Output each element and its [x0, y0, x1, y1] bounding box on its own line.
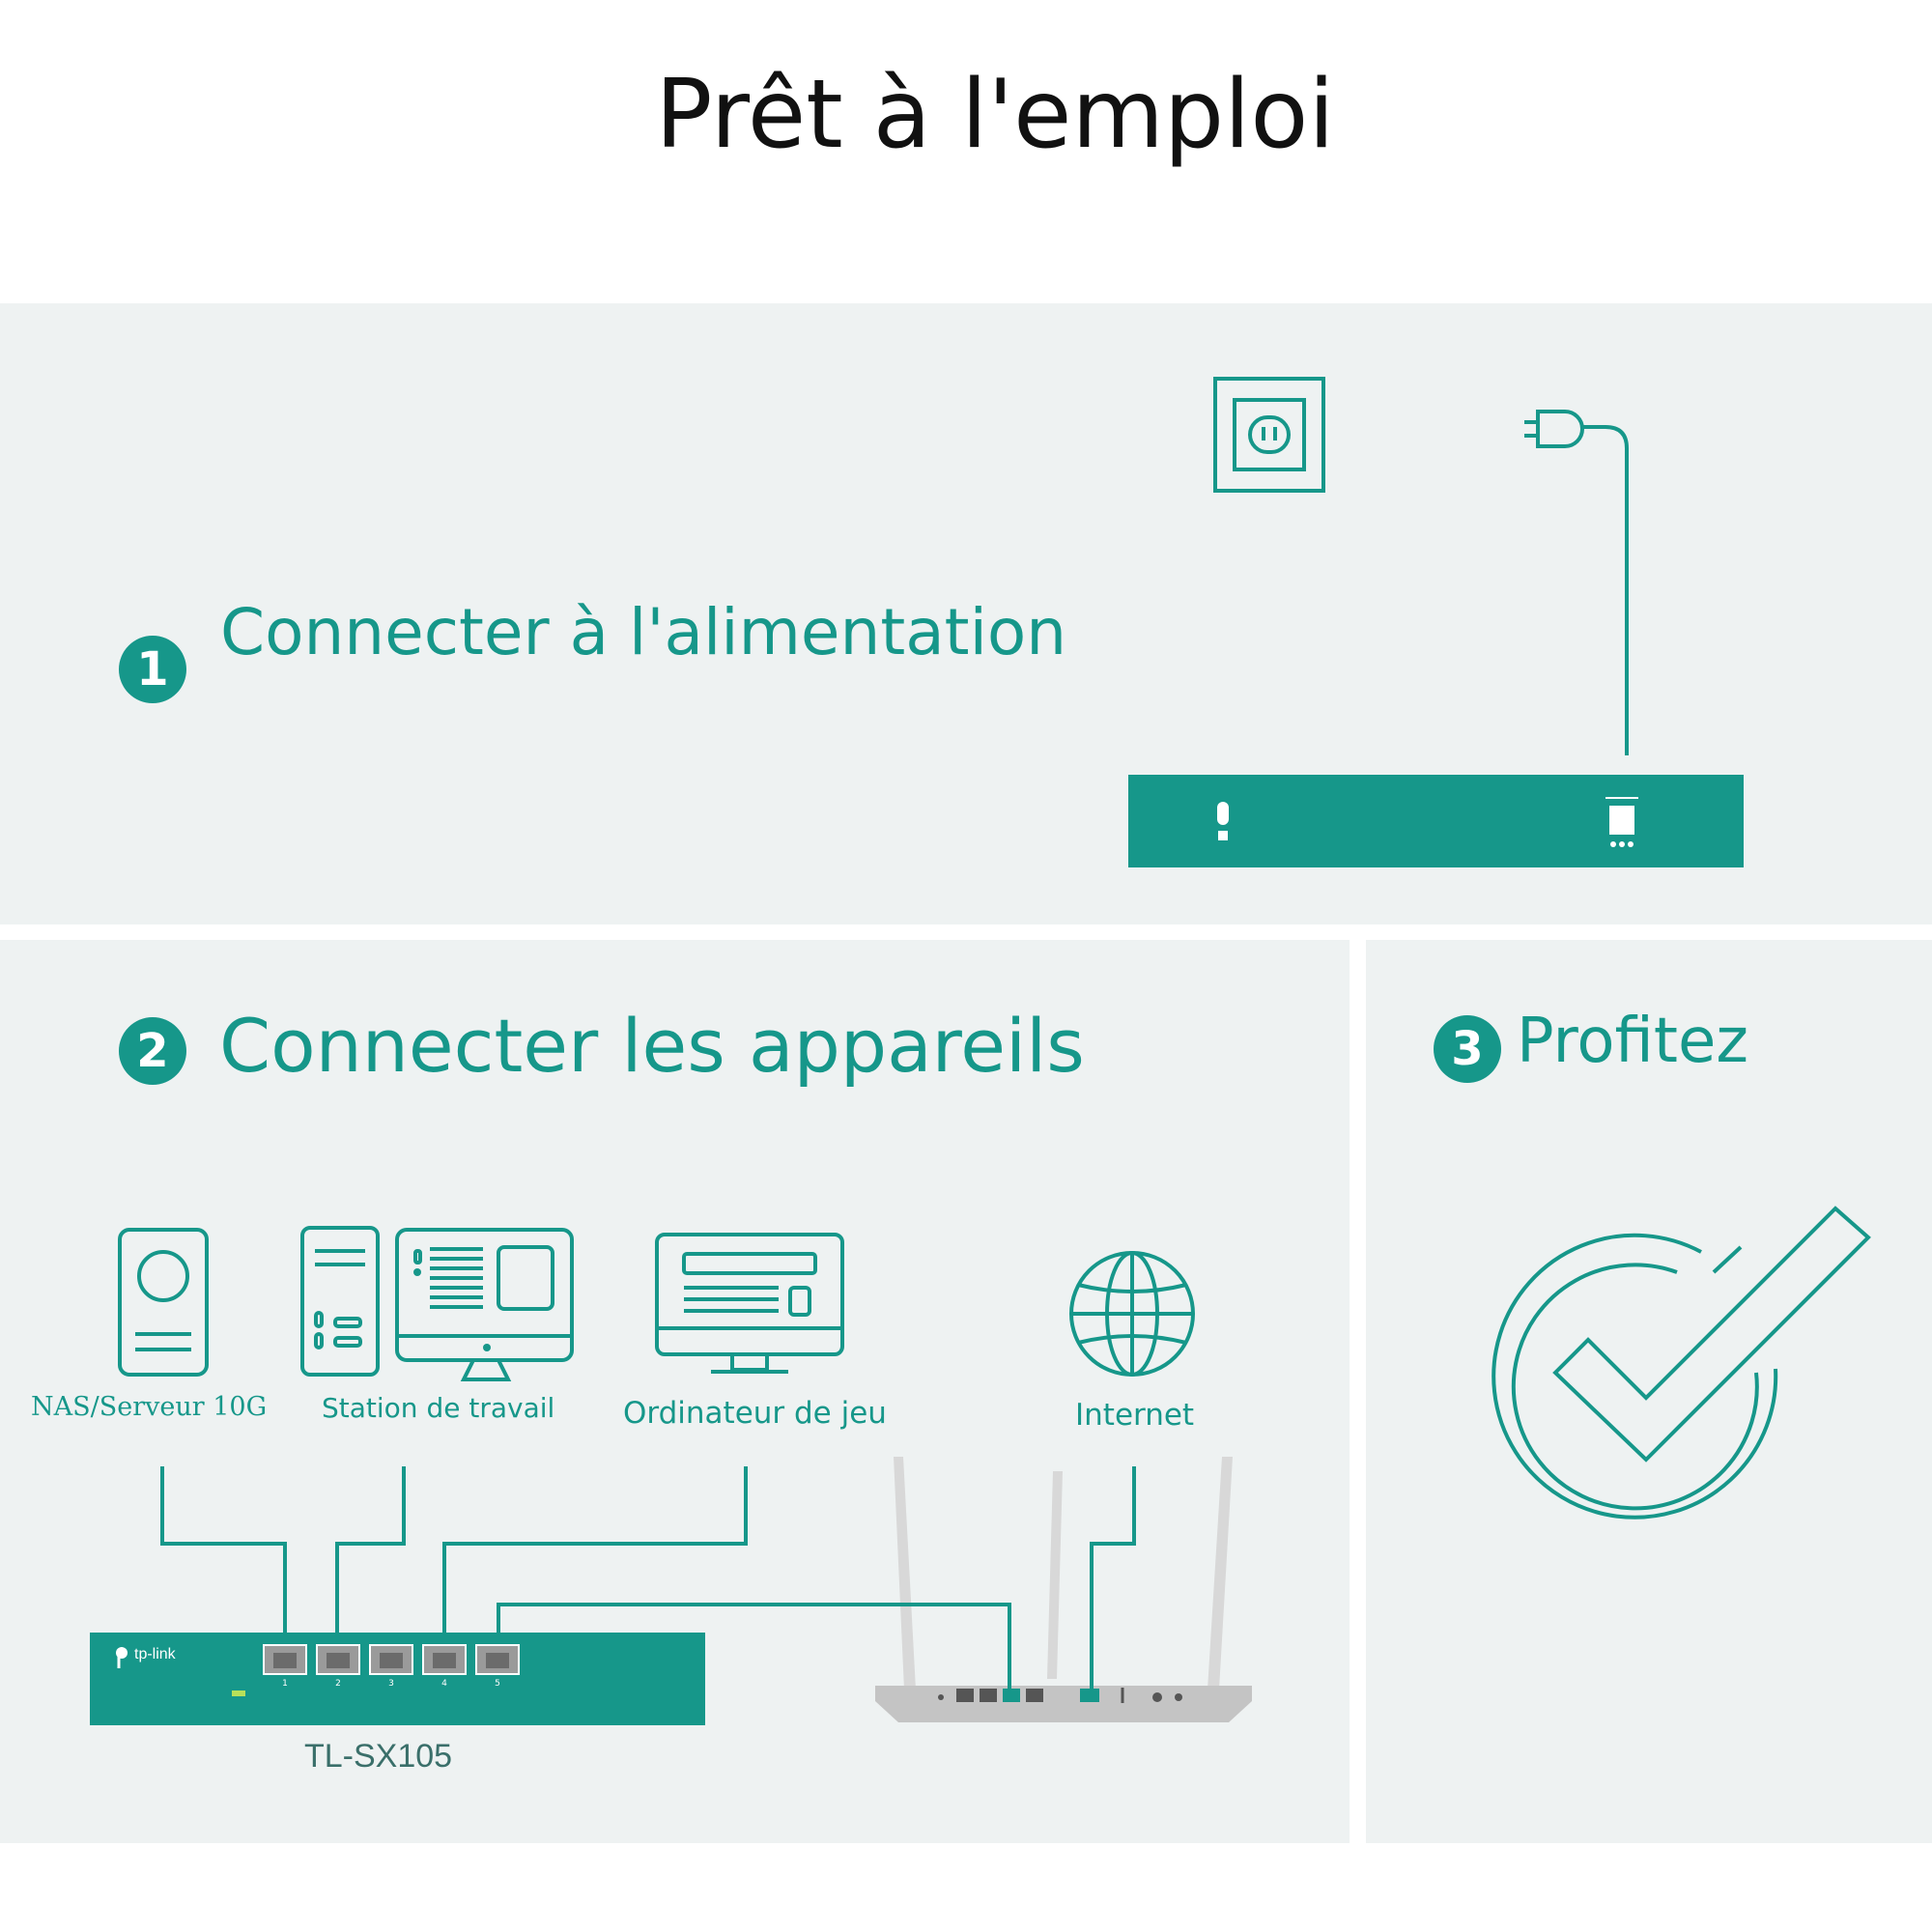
wireless-router-icon — [875, 1686, 1252, 1722]
switch-port-number: 3 — [388, 1679, 394, 1689]
device-label-workstation: Station de travail — [322, 1392, 555, 1424]
step-1-title: Connecter à l'alimentation — [220, 595, 1067, 669]
power-illustration — [1128, 377, 1744, 867]
switch-port-socket — [380, 1653, 403, 1668]
switch-model-label: TL-SX105 — [304, 1738, 453, 1775]
switch-port-number: 4 — [441, 1679, 447, 1689]
step-3-badge: 3 — [1434, 1015, 1501, 1083]
page-title: Prêt à l'emploi — [655, 60, 1335, 170]
check-circle-icon — [1492, 1206, 1871, 1520]
step-2-title: Connecter les appareils — [219, 1003, 1085, 1089]
power-plug-icon — [1524, 410, 1629, 755]
switch-port-socket — [273, 1653, 297, 1668]
step-3-title: Profitez — [1517, 1006, 1748, 1077]
step-power-panel: 1 Connecter à l'alimentation — [0, 303, 1932, 924]
globe-icon — [1069, 1251, 1195, 1377]
device-label-nas: NAS/Serveur 10G — [31, 1392, 268, 1422]
switch-port-number: 5 — [495, 1679, 500, 1689]
switch-port-socket — [327, 1653, 350, 1668]
devices-illustration: 1 2 3 4 5 — [90, 1226, 1252, 1725]
gaming-computer-icon — [655, 1233, 844, 1374]
switch-ports: 1 2 3 4 5 — [263, 1644, 520, 1689]
switch-brand-logo: tp-link — [134, 1646, 176, 1662]
step-1-badge: 1 — [119, 636, 186, 703]
switch-port-number: 2 — [335, 1679, 341, 1689]
nas-server-icon — [118, 1228, 209, 1377]
router-antennas — [894, 1457, 1233, 1690]
switch-rear-view — [1128, 775, 1744, 867]
switch-port-socket — [486, 1653, 509, 1668]
step-devices-panel: 1 2 3 4 5 2 Connecter les appareils NAS/Serv… — [0, 940, 1350, 1843]
device-label-gaming: Ordinateur de jeu — [623, 1396, 887, 1431]
device-label-internet: Internet — [1075, 1398, 1195, 1433]
network-cables — [160, 1466, 1136, 1696]
wall-outlet-icon — [1213, 377, 1325, 493]
step-2-badge: 2 — [119, 1017, 186, 1085]
switch-port-socket — [433, 1653, 456, 1668]
workstation-icon — [300, 1226, 574, 1381]
step-enjoy-panel: 3 Profitez — [1366, 940, 1932, 1843]
switch-port-number: 1 — [282, 1679, 288, 1689]
